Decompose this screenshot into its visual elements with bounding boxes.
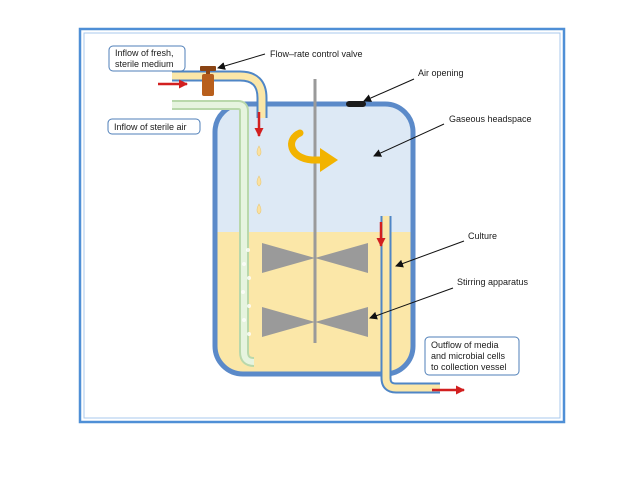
impeller-lower <box>262 307 368 337</box>
culture-leader <box>395 240 465 268</box>
stirring-leader <box>369 287 454 320</box>
outflow-label-line1: Outflow of media <box>431 340 499 350</box>
inflow-medium-box <box>108 45 186 72</box>
flow-valve-label: Flow–rate control valve <box>270 49 363 59</box>
inflow-medium-label-line1: Inflow of fresh, <box>115 48 174 58</box>
headspace-leader <box>373 123 445 157</box>
air-bubbles <box>241 248 251 336</box>
inflow-air-label: Inflow of sterile air <box>114 122 187 132</box>
air-opening <box>346 101 366 107</box>
stirring-label: Stirring apparatus <box>457 277 529 287</box>
headspace-label: Gaseous headspace <box>449 114 532 124</box>
rotation-arrow <box>288 129 338 172</box>
flow-rate-control-valve <box>200 66 216 96</box>
outflow-box <box>424 336 520 376</box>
inflow-medium-label-line2: sterile medium <box>115 59 174 69</box>
culture-label: Culture <box>468 231 497 241</box>
medium-drops <box>256 145 262 215</box>
flow-valve-leader <box>217 53 266 70</box>
air-opening-leader <box>363 78 415 102</box>
impeller-upper <box>262 243 368 273</box>
outflow-label-line2: and microbial cells <box>431 351 506 361</box>
inflow-air-box <box>107 118 201 135</box>
diagram-frame-inner <box>83 32 561 419</box>
outflow-label-line3: to collection vessel <box>431 362 507 372</box>
air-opening-label: Air opening <box>418 68 464 78</box>
